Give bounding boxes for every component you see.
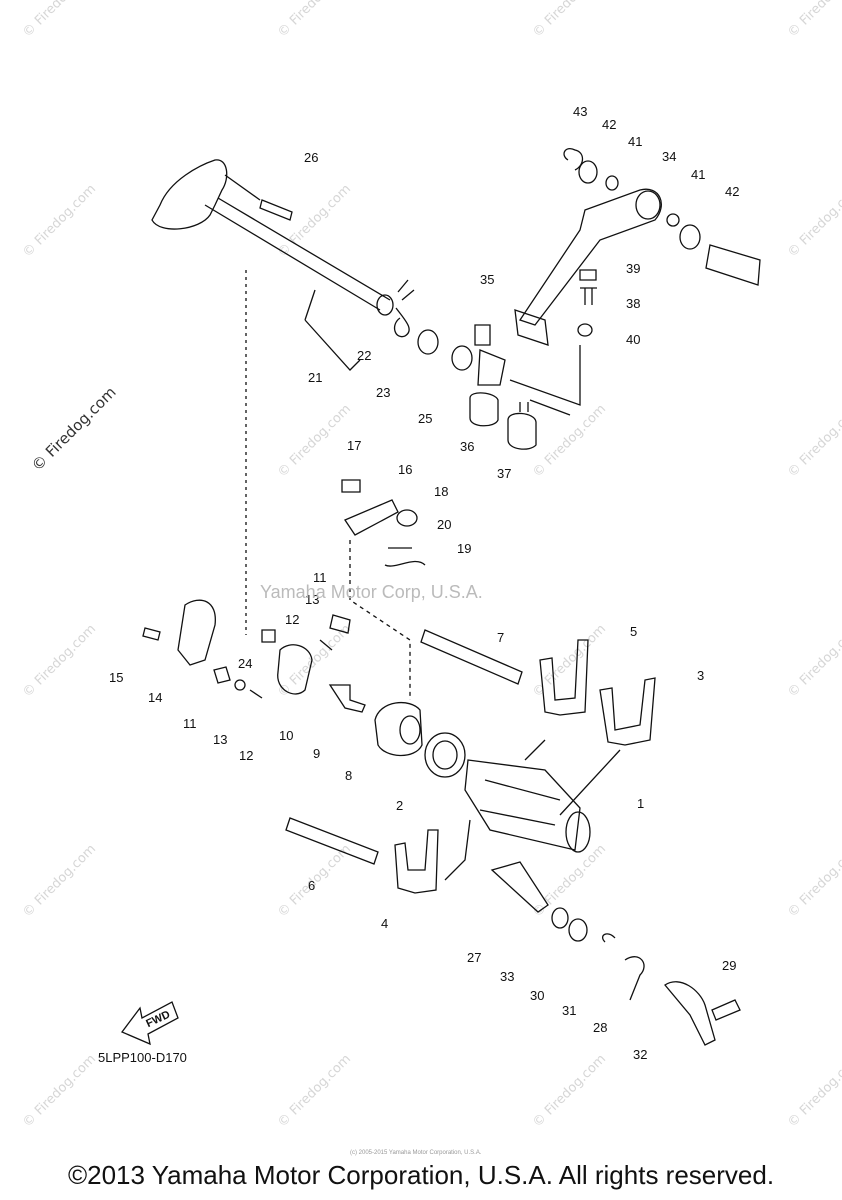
callout: 33 (500, 969, 514, 984)
callout: 23 (376, 385, 390, 400)
fwd-label: FWD (144, 1009, 172, 1030)
callout: 41 (691, 167, 705, 182)
shift-shaft (151, 159, 228, 230)
copyright: ©2013 Yamaha Motor Corporation, U.S.A. A… (67, 1160, 775, 1190)
segment-10 (277, 644, 313, 695)
callout: 35 (480, 272, 494, 287)
callout: 9 (313, 746, 320, 761)
callout: 22 (357, 348, 371, 363)
callout: 26 (304, 150, 318, 165)
shift-drum (464, 759, 581, 851)
callout: 39 (626, 261, 640, 276)
callout: 36 (460, 439, 474, 454)
callout: 42 (602, 117, 616, 132)
callout: 37 (497, 466, 511, 481)
midmark: Yamaha Motor Corp, U.S.A. (260, 582, 483, 602)
fwd-arrow (120, 1001, 179, 1046)
callout: 13 (305, 592, 319, 607)
callout: 10 (279, 728, 293, 743)
callout: 25 (418, 411, 432, 426)
callout: 27 (467, 950, 481, 965)
tiny-notice: (c) 2005-2015 Yamaha Motor Corporation, … (350, 1150, 482, 1156)
callout: 19 (457, 541, 471, 556)
callout: 8 (345, 768, 352, 783)
callout: 30 (530, 988, 544, 1003)
callout: 41 (628, 134, 642, 149)
callout: 24 (238, 656, 252, 671)
callout: 20 (437, 517, 451, 532)
shift-fork-5 (539, 639, 589, 716)
guide-bar-6 (285, 817, 379, 865)
shift-fork-4 (394, 829, 439, 894)
callout: 2 (396, 798, 403, 813)
callout: 43 (573, 104, 587, 119)
callout: 1 (637, 796, 644, 811)
callout: 13 (213, 732, 227, 747)
callout: 11 (183, 716, 197, 731)
callout: 12 (285, 612, 299, 627)
lever-32 (664, 981, 716, 1046)
callout: 18 (434, 484, 448, 499)
callout: 6 (308, 878, 315, 893)
callout: 16 (398, 462, 412, 477)
callout: 15 (109, 670, 123, 685)
callout: 4 (381, 916, 388, 931)
diagram-code: 5LPP100-D170 (98, 1050, 187, 1065)
callout: 38 (626, 296, 640, 311)
callout: 7 (497, 630, 504, 645)
callout: 14 (148, 690, 162, 705)
guide-bar-7 (420, 629, 523, 685)
callout: 34 (662, 149, 676, 164)
callout: 21 (308, 370, 322, 385)
pin-26 (259, 199, 293, 221)
callout: 42 (725, 184, 739, 199)
callout: 28 (593, 1020, 607, 1035)
shaft-27 (490, 861, 549, 913)
stopper-14 (177, 599, 216, 666)
shift-lever-34 (518, 188, 662, 326)
callout: 3 (697, 668, 704, 683)
callout-labels: 1 2 3 4 5 6 7 8 9 10 11 11 12 12 13 13 1… (109, 104, 739, 1062)
callout: 29 (722, 958, 736, 973)
callout: 12 (239, 748, 253, 763)
callout: 5 (630, 624, 637, 639)
callout: 17 (347, 438, 361, 453)
callout: 11 (313, 570, 327, 585)
callout: 32 (633, 1047, 647, 1062)
callout: 40 (626, 332, 640, 347)
shift-fork-3 (599, 677, 656, 746)
callout: 31 (562, 1003, 576, 1018)
segment-8 (374, 701, 423, 757)
